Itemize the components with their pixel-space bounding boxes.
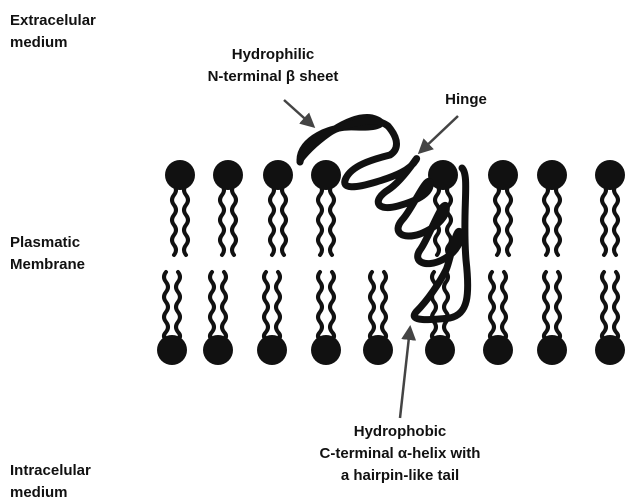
lipid-head xyxy=(263,160,293,190)
lipid-tail xyxy=(507,185,511,255)
lipid-tail xyxy=(318,272,322,340)
lipid-head xyxy=(311,160,341,190)
lipid-head xyxy=(311,335,341,365)
lipid-head xyxy=(257,335,287,365)
lipid-tail xyxy=(614,185,618,255)
lipid-head xyxy=(537,160,567,190)
lipid-tail xyxy=(276,272,280,340)
lipid-tail xyxy=(502,272,506,340)
lipid-tail xyxy=(282,185,286,255)
lipid-tail xyxy=(444,272,448,340)
lipid-tail xyxy=(602,272,606,340)
lipid-tail xyxy=(330,185,334,255)
lipid-head xyxy=(213,160,243,190)
lipid-tail xyxy=(490,272,494,340)
lipid-tail xyxy=(602,185,606,255)
lipid-tail xyxy=(176,272,180,340)
lipid-tail xyxy=(210,272,214,340)
lipid-tail xyxy=(220,185,224,255)
lipid-head xyxy=(488,160,518,190)
lipid-tail xyxy=(184,185,188,255)
lipid-tail xyxy=(264,272,268,340)
lipid-head xyxy=(595,160,625,190)
lipid-head xyxy=(483,335,513,365)
lipid-head xyxy=(595,335,625,365)
lipid-tail xyxy=(270,185,274,255)
c-terminal-arrow xyxy=(400,328,410,418)
lipid-tail xyxy=(544,272,548,340)
lipid-tail xyxy=(556,185,560,255)
lipid-tail xyxy=(318,185,322,255)
hinge-arrow xyxy=(420,116,458,152)
lipid-tail xyxy=(164,272,168,340)
lipid-head xyxy=(363,335,393,365)
lipid-tail xyxy=(556,272,560,340)
lipid-head xyxy=(165,160,195,190)
lipid-tail xyxy=(232,185,236,255)
lipid-tail xyxy=(330,272,334,340)
lipid-head xyxy=(203,335,233,365)
lipid-head xyxy=(537,335,567,365)
lipid-head xyxy=(425,335,455,365)
lipid-tail xyxy=(382,272,386,340)
lipid-tail xyxy=(172,185,176,255)
lipid-head xyxy=(157,335,187,365)
n-terminal-arrow xyxy=(284,100,313,126)
lipid-tail xyxy=(614,272,618,340)
lipid-tail xyxy=(495,185,499,255)
lipid-tail xyxy=(222,272,226,340)
lipid-tail xyxy=(544,185,548,255)
lipid-tail xyxy=(370,272,374,340)
